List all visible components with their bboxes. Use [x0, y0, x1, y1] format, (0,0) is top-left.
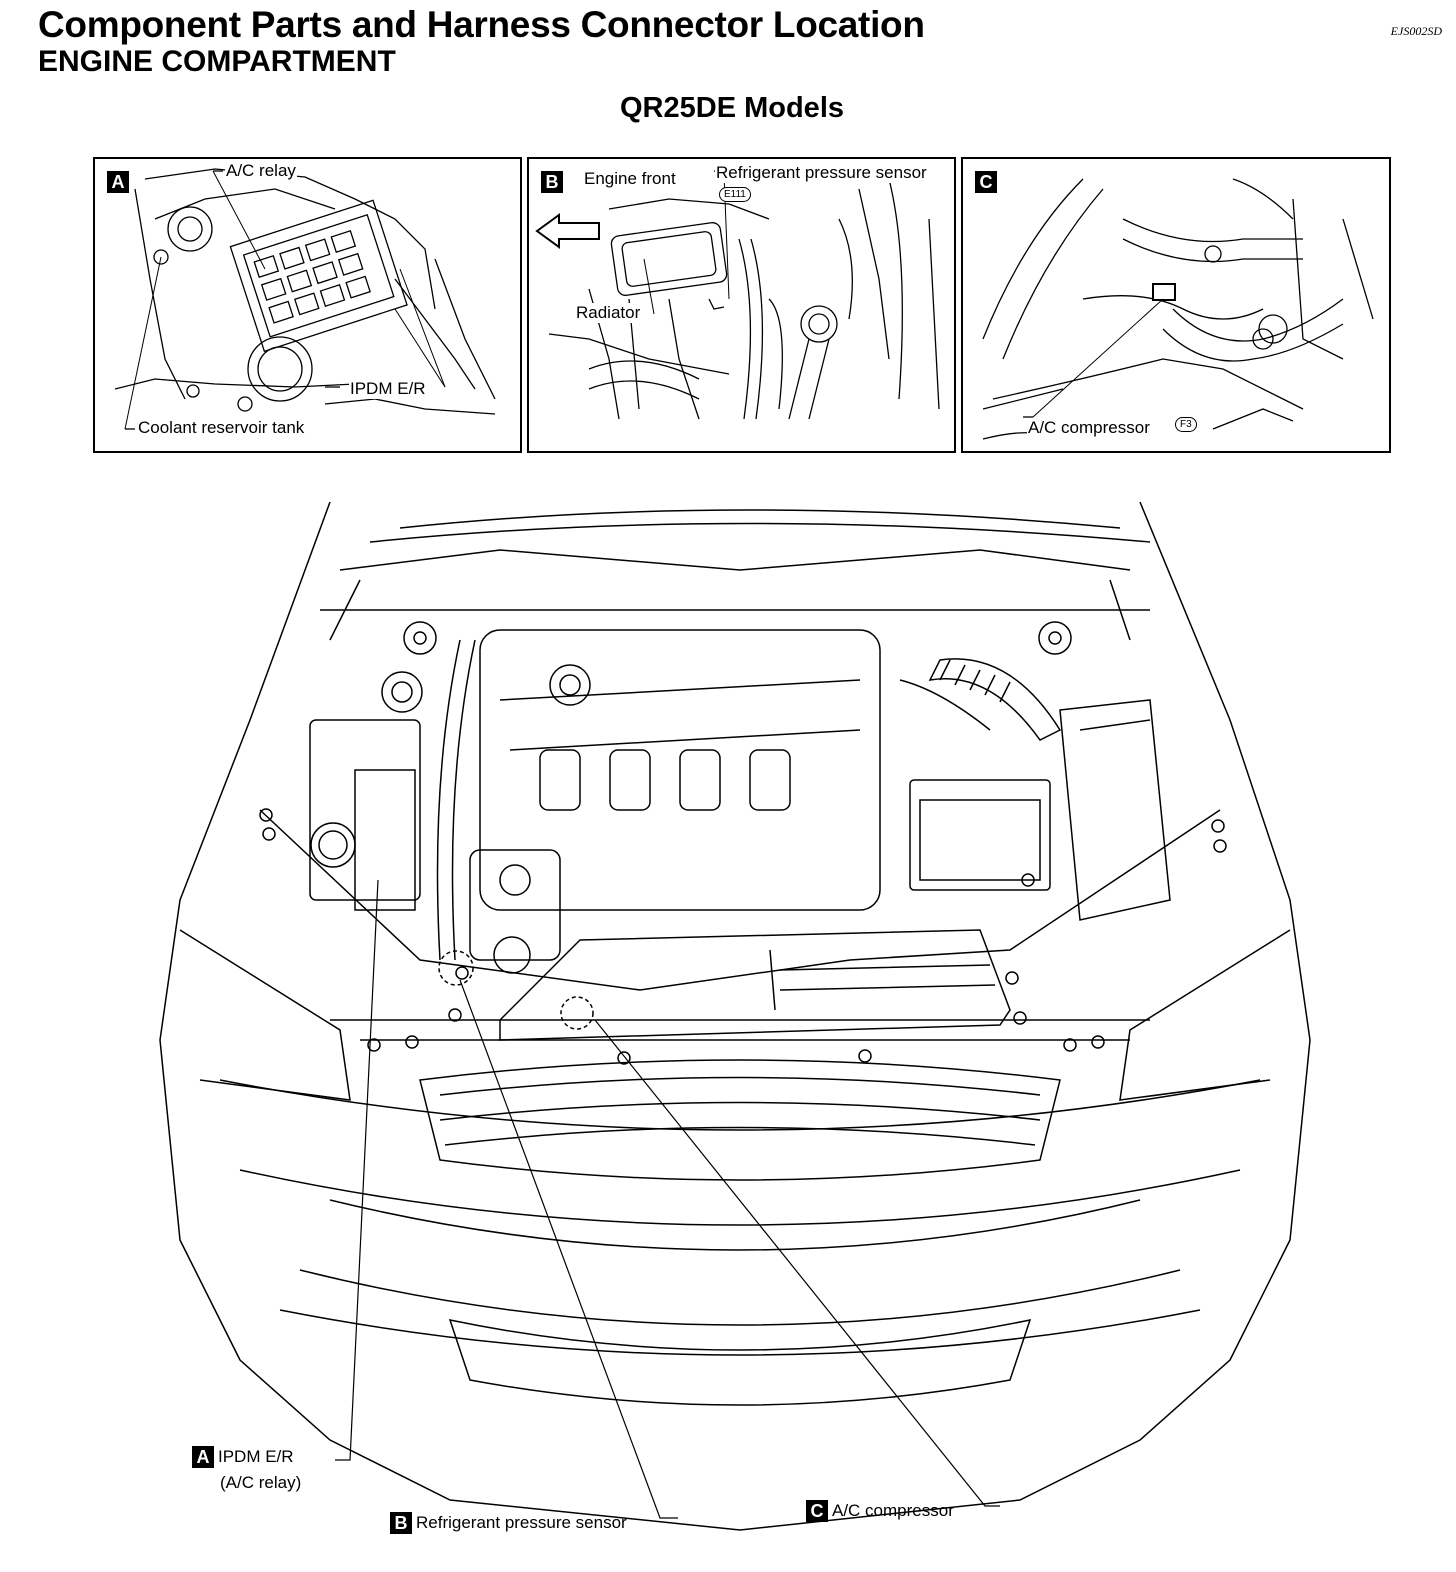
ipdm-box [354, 769, 416, 911]
hood-outline [399, 509, 1121, 529]
callout-b: B Refrigerant pressure sensor [390, 1512, 627, 1534]
ac-compressor-label: A/C compressor [1027, 418, 1151, 438]
air-intake-duct [928, 658, 1062, 741]
connector-f3: F3 [1175, 417, 1197, 432]
location-marker-a [438, 950, 474, 986]
right-headlight [1119, 929, 1291, 1101]
callout-a-subtext: (A/C relay) [220, 1473, 302, 1492]
callout-a: A IPDM E/R [192, 1446, 294, 1468]
callout-a-text: IPDM E/R [218, 1447, 294, 1466]
battery [909, 779, 1051, 891]
callout-b-letter: B [390, 1512, 412, 1534]
callout-b-text: Refrigerant pressure sensor [416, 1513, 627, 1532]
document-id: EJS002SD [1390, 24, 1442, 38]
connector-e111: E111 [719, 187, 751, 202]
callout-c-text: A/C compressor [832, 1501, 954, 1520]
models-heading: QR25DE Models [620, 92, 844, 124]
panel-a-drawing [114, 168, 496, 430]
panel-b-letter: B [541, 171, 563, 193]
engine-block [479, 629, 881, 911]
engine-front-label: Engine front [583, 169, 677, 189]
callout-c: C A/C compressor [806, 1500, 954, 1522]
refrigerant-sensor-label: Refrigerant pressure sensor [715, 163, 928, 183]
engine-front-arrow [535, 213, 600, 249]
detail-panel-c: C A/C compressor F3 [961, 157, 1391, 453]
radiator-cover [499, 929, 1011, 1041]
ac-relay-label: A/C relay [225, 161, 297, 181]
detail-panel-b: B Engine front Refrigerant pressure sens… [527, 157, 956, 453]
panel-c-drawing [982, 178, 1374, 440]
leader-line-a [335, 879, 379, 1461]
coolant-reservoir-label: Coolant reservoir tank [137, 418, 306, 438]
radiator-label: Radiator [575, 303, 642, 323]
lower-grille [448, 1319, 1032, 1406]
body-outline [159, 501, 1311, 1531]
panel-b-drawing [535, 170, 940, 420]
panel-c-letter: C [975, 171, 997, 193]
left-headlight [179, 929, 351, 1101]
engine-compartment-drawing [159, 501, 1311, 1531]
section-subtitle: ENGINE COMPARTMENT [38, 45, 396, 78]
location-marker-b [560, 996, 594, 1030]
callout-c-letter: C [806, 1500, 828, 1522]
callout-a-letter: A [192, 1446, 214, 1468]
page-title: Component Parts and Harness Connector Lo… [38, 4, 925, 45]
leader-line-c [594, 1019, 1000, 1507]
ipdm-label: IPDM E/R [349, 379, 427, 399]
detail-panel-a: A A/C relay IPDM E/R Coolant reservoir t… [93, 157, 522, 453]
panel-a-letter: A [107, 171, 129, 193]
leader-line-b [459, 979, 678, 1519]
